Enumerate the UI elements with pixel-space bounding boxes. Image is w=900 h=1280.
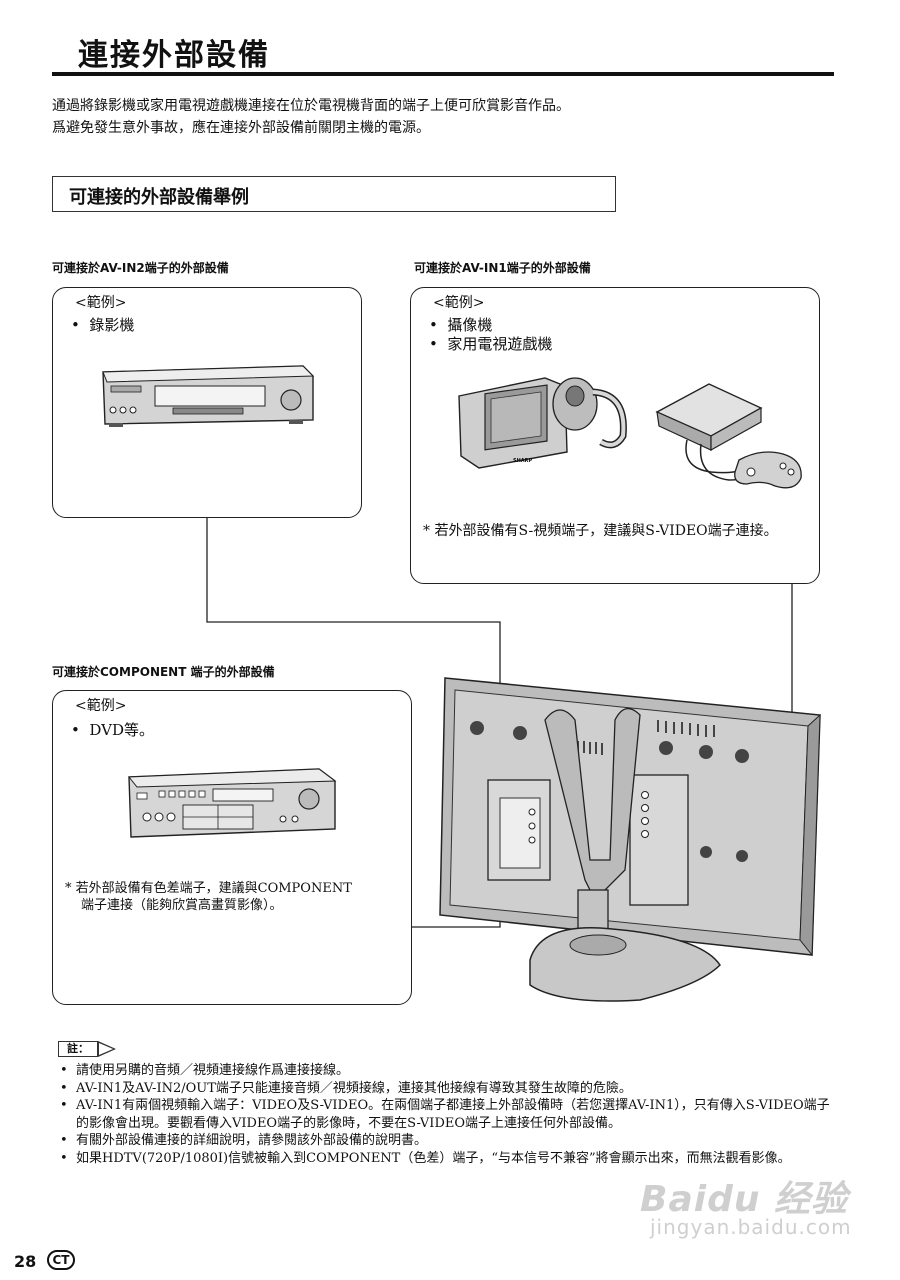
- av-in1-item: • 攝像機: [429, 316, 493, 334]
- camcorder-brand: SHARP: [513, 458, 533, 464]
- page-number: 28: [14, 1252, 37, 1271]
- av-in2-example-head: <範例>: [75, 295, 127, 311]
- section-heading: 可連接的外部設備舉例: [69, 187, 249, 208]
- language-badge: CT: [47, 1250, 75, 1270]
- av-in1-example-box: <範例> • 攝像機 • 家用電視遊戲機 SHARP * 若外部設備有S-視頻端…: [410, 287, 820, 584]
- note-item: 請使用另購的音頻／視頻連接線作爲連接接線。: [58, 1062, 838, 1080]
- component-example-box: <範例> • DVD等。 * 若外部設備有色差端子，建議與COMPONENT 端…: [52, 690, 412, 1005]
- av-in1-example-head: <範例>: [433, 295, 485, 311]
- av-in1-item: • 家用電視遊戲機: [429, 335, 553, 353]
- av-in2-label: 可連接於AV-IN2端子的外部設備: [52, 261, 229, 275]
- intro-text: 通過將錄影機或家用電視遊戲機連接在位於電視機背面的端子上便可欣賞影音作品。 爲避…: [52, 95, 570, 139]
- intro-line: 通過將錄影機或家用電視遊戲機連接在位於電視機背面的端子上便可欣賞影音作品。: [52, 98, 570, 114]
- section-heading-box: 可連接的外部設備舉例: [52, 176, 616, 212]
- component-note-line: 端子連接（能夠欣賞高畫質影像）。: [81, 898, 283, 913]
- note-item: AV-IN1及AV-IN2/OUT端子只能連接音頻／視頻接線，連接其他接線有導致…: [58, 1080, 838, 1098]
- component-item: • DVD等。: [71, 721, 155, 739]
- av-in1-note: * 若外部設備有S-視頻端子，建議與S-VIDEO端子連接。: [423, 523, 778, 539]
- page-title: 連接外部設備: [78, 38, 270, 73]
- watermark-url: jingyan.baidu.com: [650, 1215, 852, 1239]
- vcr-illustration: [102, 365, 315, 427]
- tv-back-illustration: [439, 677, 821, 1002]
- av-in2-example-box: <範例> • 錄影機: [52, 287, 362, 518]
- game-console-illustration: [655, 383, 802, 489]
- note-item: AV-IN1有兩個視頻輸入端子：VIDEO及S-VIDEO。在兩個端子都連接上外…: [58, 1097, 838, 1132]
- intro-line: 爲避免發生意外事故，應在連接外部設備前關閉主機的電源。: [52, 120, 430, 136]
- component-label: 可連接於COMPONENT 端子的外部設備: [52, 665, 275, 679]
- component-note-line: * 若外部設備有色差端子，建議與COMPONENT: [65, 881, 352, 896]
- note-tag-label: 註：: [58, 1041, 98, 1057]
- note-item: 有關外部設備連接的詳細說明，請參閱該外部設備的說明書。: [58, 1132, 838, 1150]
- title-rule: [52, 72, 834, 76]
- watermark-logo: Baidu 经验: [640, 1179, 849, 1220]
- camcorder-illustration: SHARP: [458, 377, 627, 469]
- component-example-head: <範例>: [75, 698, 127, 714]
- av-in1-label: 可連接於AV-IN1端子的外部設備: [414, 261, 591, 275]
- notes-list: 請使用另購的音頻／視頻連接線作爲連接接線。 AV-IN1及AV-IN2/OUT端…: [58, 1062, 838, 1167]
- av-in2-item: • 錄影機: [71, 316, 135, 334]
- note-item: 如果HDTV(720P/1080I)信號被輸入到COMPONENT（色差）端子，…: [58, 1150, 838, 1168]
- note-tag: 註：: [58, 1041, 118, 1057]
- dvd-player-illustration: [127, 768, 337, 838]
